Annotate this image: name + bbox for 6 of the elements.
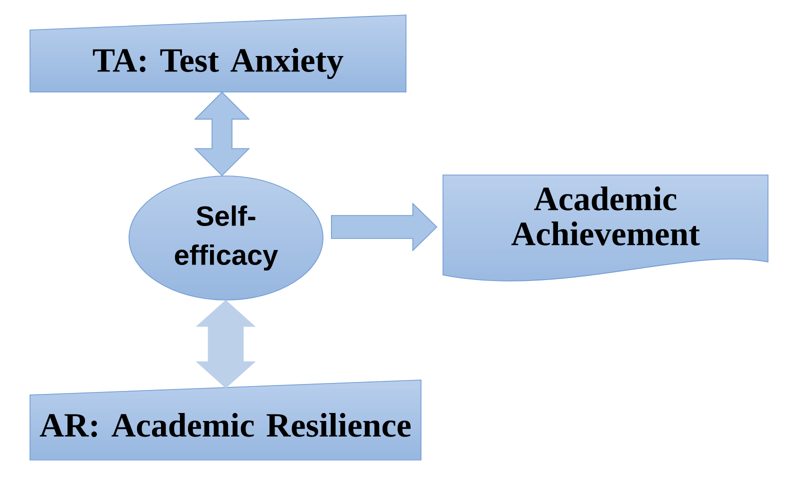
document-box: Academic Achievement bbox=[442, 174, 768, 282]
ellipse-node: Self-efficacy bbox=[128, 176, 324, 300]
block-arrow bbox=[331, 202, 438, 252]
label-box: AR: Academic Resilience bbox=[30, 380, 422, 460]
double-arrow bbox=[194, 92, 250, 176]
label-box: TA: Test Anxiety bbox=[30, 14, 406, 92]
